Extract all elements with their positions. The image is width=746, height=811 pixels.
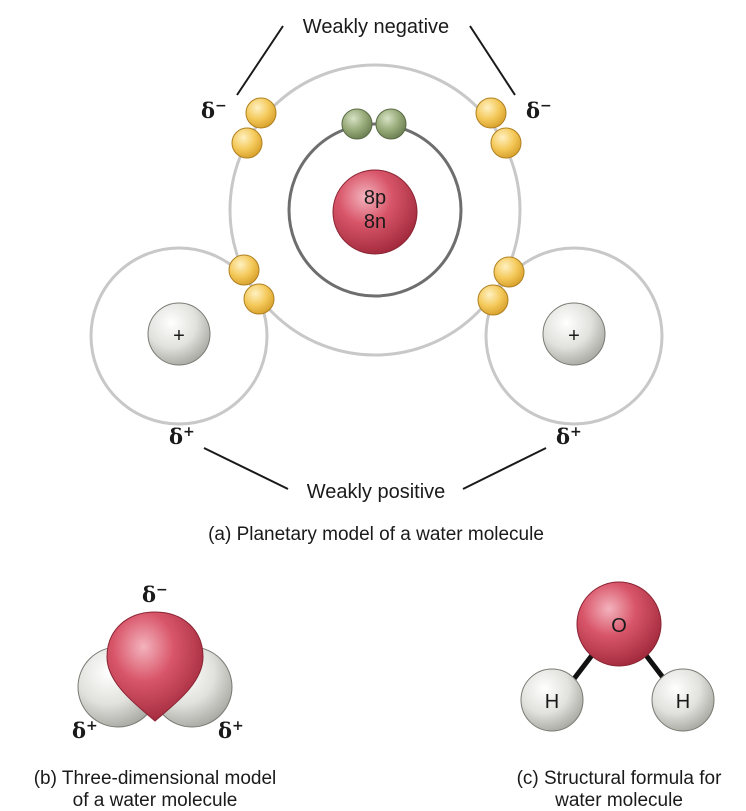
nucleus-neutrons: 8n <box>364 211 386 233</box>
caption-panel-b-line1: (b) Three-dimensional model <box>34 768 277 789</box>
delta-negative-3d: δ− <box>142 582 168 607</box>
label-weakly-negative: Weakly negative <box>303 16 449 38</box>
inner-electron <box>375 108 407 140</box>
hydrogen-nucleus-left <box>147 302 211 366</box>
caption-panel-b-line2: of a water molecule <box>73 790 238 811</box>
lone-pair-electron <box>475 97 507 129</box>
oxygen-nucleus <box>332 169 418 255</box>
caption-panel-c-line1: (c) Structural formula for <box>517 768 722 789</box>
caption-panel-a: (a) Planetary model of a water molecule <box>208 524 544 545</box>
leader-line-negative-left <box>236 25 284 96</box>
delta-sign: + <box>183 424 195 440</box>
leader-line-negative-right <box>469 25 516 96</box>
hydrogen-orbit-left <box>89 246 269 426</box>
delta-sign: + <box>232 718 244 734</box>
leader-line-positive-left <box>203 447 289 490</box>
shared-electron <box>228 254 260 286</box>
panel-c-structural-formula: O H H (c) Structural formula for water m… <box>517 581 722 811</box>
shared-electron <box>477 284 509 316</box>
lone-pair-electron <box>490 127 522 159</box>
oxygen-inner-shell <box>287 122 463 298</box>
oxygen-symbol: O <box>611 615 627 637</box>
inner-electron <box>341 108 373 140</box>
delta-sign: + <box>570 424 582 440</box>
caption-panel-c-line2: water molecule <box>554 790 683 811</box>
hydrogen-nucleus-right <box>542 302 606 366</box>
lone-pair-electron <box>245 97 277 129</box>
delta-sign: − <box>215 98 227 114</box>
oxygen-atom <box>576 581 662 667</box>
hydrogen-charge-left: + <box>173 325 185 347</box>
hydrogen-atom-right <box>651 668 715 732</box>
delta-sign: + <box>86 718 98 734</box>
delta-negative-left: δ− <box>201 98 227 123</box>
panel-a-planetary-model: 8p 8n + + Weakly negative Weakly positiv… <box>89 16 664 545</box>
shared-electron <box>493 256 525 288</box>
panel-b-3d-model: δ− δ+ δ+ (b) Three-dimensional model of … <box>34 582 277 811</box>
delta-positive-left: δ+ <box>169 424 195 449</box>
hydrogen-orbit-right <box>484 246 664 426</box>
nucleus-protons: 8p <box>364 187 386 209</box>
delta-negative-right: δ− <box>526 98 552 123</box>
delta-sign: − <box>540 98 552 114</box>
hydrogen-symbol-left: H <box>545 691 559 713</box>
delta-sign: − <box>156 582 168 598</box>
oxygen-lobe <box>106 611 204 722</box>
hydrogen-symbol-right: H <box>676 691 690 713</box>
shared-electron <box>243 283 275 315</box>
hydrogen-atom-left <box>520 668 584 732</box>
leader-line-positive-right <box>462 447 547 490</box>
delta-positive-3d-right: δ+ <box>218 718 244 743</box>
oxygen-outer-shell <box>228 63 522 357</box>
hydrogen-charge-right: + <box>568 325 580 347</box>
delta-positive-3d-left: δ+ <box>72 718 98 743</box>
lone-pair-electron <box>231 127 263 159</box>
delta-positive-right: δ+ <box>556 424 582 449</box>
label-weakly-positive: Weakly positive <box>307 481 446 503</box>
